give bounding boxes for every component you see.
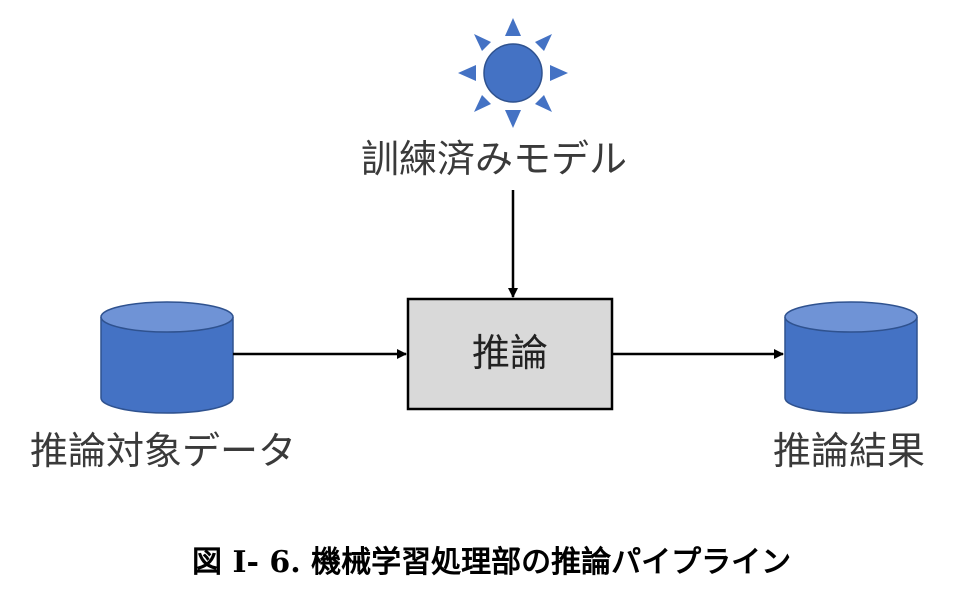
output-result-label: 推論結果 — [773, 429, 926, 473]
input-database-icon — [100, 301, 234, 414]
figure-caption: 図 I- 6. 機械学習処理部の推論パイプライン — [192, 545, 792, 580]
model-label: 訓練済みモデル — [361, 137, 628, 181]
input-data-label: 推論対象データ — [30, 429, 297, 473]
process-label: 推論 — [472, 331, 549, 375]
sun-icon — [458, 18, 568, 128]
output-database-icon — [784, 301, 918, 414]
